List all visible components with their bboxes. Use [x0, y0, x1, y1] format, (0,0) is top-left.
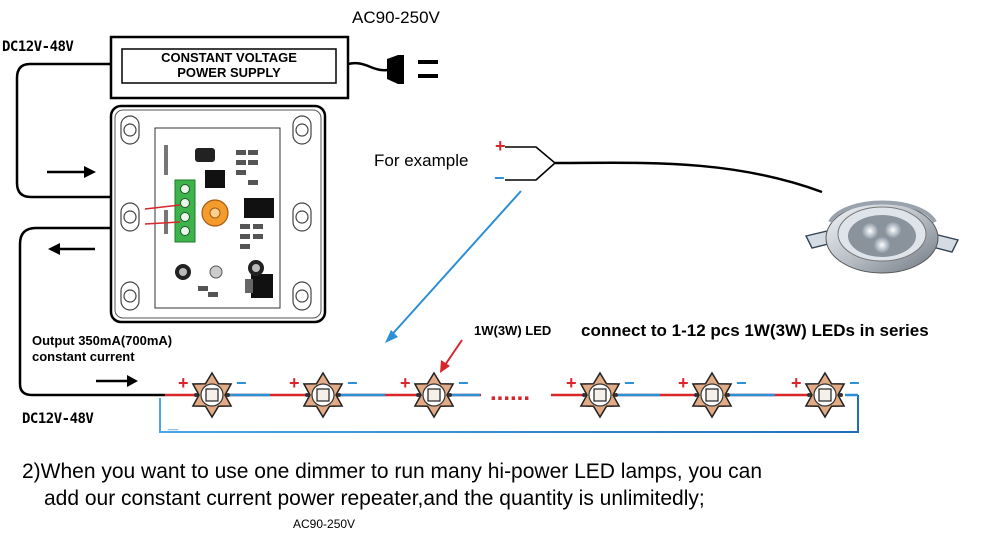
note-text: 2)When you want to use one dimmer to run… [22, 458, 762, 512]
power-supply-label-line2: POWER SUPPLY [177, 65, 281, 80]
series-negative-return-wire [159, 395, 859, 433]
example-minus-sign: − [494, 168, 505, 188]
terminal-wire-red [144, 204, 181, 210]
arrow-right-icon [47, 166, 96, 178]
power-supply-label-line1: CONSTANT VOLTAGE [161, 50, 297, 65]
led-star-icon [413, 371, 455, 419]
led-star-group [191, 371, 846, 419]
led-star-icon [579, 371, 621, 419]
plus-sign: + [178, 373, 189, 393]
plus-sign: + [289, 373, 300, 393]
minus-sign: − [624, 373, 635, 393]
plus-sign: + [791, 373, 802, 393]
note-line-2: add our constant current power repeater,… [44, 487, 705, 510]
ac-input-label-top: AC90-250V [352, 8, 440, 27]
led-star-icon [804, 371, 846, 419]
arrow-left-icon [48, 243, 95, 255]
minus-sign: − [458, 373, 469, 393]
minus-sign: − [236, 373, 247, 393]
output-label-line2: constant current [32, 349, 135, 364]
ac-cable [347, 61, 389, 72]
for-example-label: For example [374, 151, 469, 170]
example-plus-sign: + [495, 136, 506, 156]
output-label-line1: Output 350mA(700mA) [32, 333, 173, 348]
plus-sign: + [400, 373, 411, 393]
output-label: Output 350mA(700mA) constant current [32, 333, 172, 365]
minus-sign: − [347, 373, 358, 393]
arrow-right-icon [96, 375, 138, 387]
return-minus-sign: _ [167, 412, 179, 432]
downlight-lamp-icon [804, 200, 960, 274]
power-supply-unit [109, 35, 350, 100]
polarity-mark-group: + − + − + − + − + − + −...... + − _ [167, 136, 860, 432]
note-line-1: 2)When you want to use one dimmer to run… [22, 460, 763, 483]
led-star-icon [691, 371, 733, 419]
power-supply-label: CONSTANT VOLTAGE POWER SUPPLY [122, 50, 336, 80]
example-pointer-line [387, 190, 522, 340]
output-wire [18, 226, 180, 397]
example-pointer-arrowhead [385, 330, 398, 343]
wire-gap [481, 389, 551, 401]
led-pointer-line [442, 339, 463, 369]
dimmer-board [109, 104, 327, 324]
minus-sign: − [736, 373, 747, 393]
led-star-icon [191, 371, 233, 419]
ac-input-label-bottom: AC90-250V [293, 517, 356, 531]
led-type-label: 1W(3W) LED [474, 323, 552, 338]
dc-input-wire [15, 62, 180, 199]
minus-sign: − [849, 373, 860, 393]
led-pointer-arrowhead [440, 360, 450, 373]
connect-series-label: connect to 1-12 pcs 1W(3W) LEDs in serie… [581, 321, 929, 340]
plus-sign: + [566, 373, 577, 393]
dc-input-label-top: DC12V-48V [2, 39, 74, 55]
plug-icon [387, 55, 438, 84]
led-star-icon [302, 371, 344, 419]
terminal-wire-red [144, 221, 181, 225]
plus-sign: + [678, 373, 689, 393]
series-ellipsis: ...... [490, 379, 530, 406]
dc-input-label-bottom: DC12V-48V [22, 411, 94, 427]
example-cable [505, 146, 823, 194]
